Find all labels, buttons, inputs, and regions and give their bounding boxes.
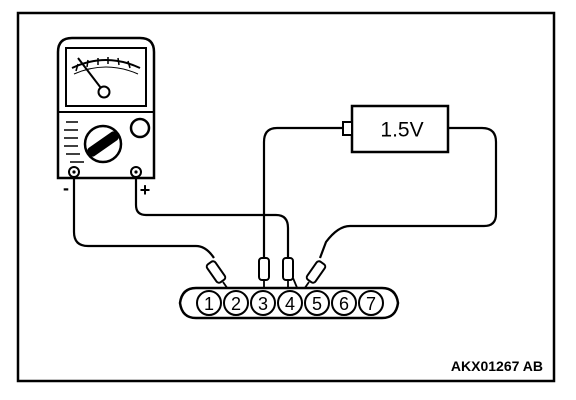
- wires: [72, 126, 498, 259]
- connector-pin-label: 2: [231, 294, 241, 314]
- connector-pin-4: 4: [277, 290, 303, 316]
- negative-terminal-label: -: [63, 178, 69, 198]
- wire-meter-negative: [72, 177, 215, 259]
- connector-pin-1: 1: [196, 290, 222, 316]
- wire-meter-positive: [134, 177, 290, 258]
- connector-pin-circle: [331, 290, 357, 316]
- wire-battery-positive: [318, 126, 498, 259]
- connector-pin-label: 6: [339, 294, 349, 314]
- connector-pin-6: 6: [331, 290, 357, 316]
- figure-code-label: AKX01267 AB: [451, 358, 543, 374]
- meter-range-markings: [64, 121, 84, 163]
- connector-pin-circle: [358, 290, 384, 316]
- positive-terminal-label: +: [140, 180, 151, 200]
- connector-pin-label: 1: [204, 294, 214, 314]
- battery: 1.5V: [342, 104, 450, 154]
- battery-terminal-cap: [342, 121, 353, 136]
- connector-pin-circle: [250, 290, 276, 316]
- probe-tip-pin2: [205, 260, 227, 284]
- connector-pin-3: 3: [250, 290, 276, 316]
- connector-pin-circle: [304, 290, 330, 316]
- meter-zero-adjust-knob: [129, 117, 151, 139]
- connector-pin-label: 4: [285, 294, 295, 314]
- connector-pin-5: 5: [304, 290, 330, 316]
- connector-pin-label: 5: [312, 294, 322, 314]
- probe-tip-pin5: [305, 260, 327, 284]
- battery-voltage-label: 1.5V: [380, 119, 423, 142]
- connector-pin-7: 7: [358, 290, 384, 316]
- connector-pin-2: 2: [223, 290, 249, 316]
- connector-pin-circle: [196, 290, 222, 316]
- analog-multimeter: - +: [56, 36, 156, 200]
- connector-pin-label: 3: [258, 294, 268, 314]
- connector-pin-circle: [277, 290, 303, 316]
- wire-battery-negative: [262, 126, 343, 258]
- meter-needle: [77, 57, 105, 93]
- connector-pin-label: 7: [366, 294, 376, 314]
- probe-tips: [205, 257, 327, 284]
- meter-selector-pointer: [87, 131, 119, 157]
- probe-tip-pin4: [282, 257, 294, 281]
- meter-scale-ticks: [75, 57, 131, 72]
- figure-frame: [16, 11, 556, 383]
- probe-tip-pin3: [258, 257, 270, 281]
- meter-needle-pivot: [97, 85, 111, 99]
- connector-pin-circle: [223, 290, 249, 316]
